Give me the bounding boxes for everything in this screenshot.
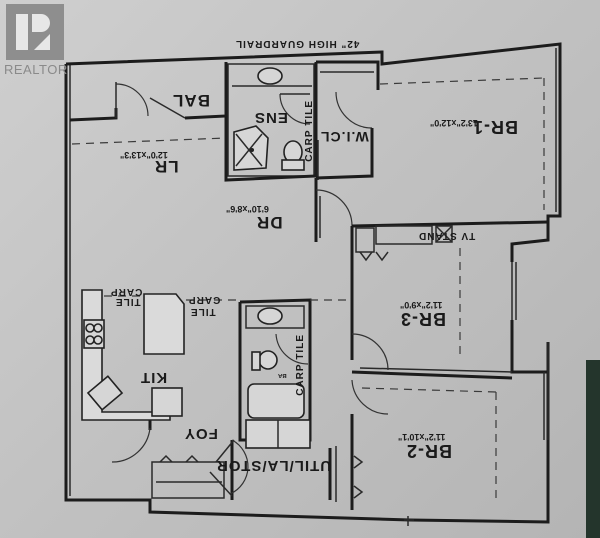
kitchen-island <box>143 293 185 355</box>
stove-icon <box>83 319 105 349</box>
room-label-kit: KIT <box>140 369 168 386</box>
floor-note-carp-tile-ens: CARP TILE <box>304 100 315 162</box>
room-label-ens: ENS <box>254 109 288 126</box>
guardrail-note: 42" HIGH GUARDRAIL <box>235 38 360 49</box>
floor-note-carp-tile-ba: CARP TILE <box>295 334 306 396</box>
room-label-ba: BA <box>278 372 287 378</box>
floor-note-tile-kit: TILE <box>115 296 141 307</box>
room-label-bal: BAL <box>172 91 210 110</box>
kitchen-sink-icon <box>86 375 124 411</box>
room-label-dr: DR <box>256 213 283 232</box>
sink-icon <box>257 67 283 85</box>
bath-toilet-icon <box>258 350 278 370</box>
outer-wall-top <box>65 42 562 262</box>
bath-sink-icon <box>257 307 283 325</box>
room-label-br3: BR-3 <box>400 309 447 329</box>
room-dims-br3: 11'2"x9'0" <box>400 300 443 310</box>
floor-note-carp-dr: CARP <box>188 294 221 305</box>
floor-note-carp-kit: CARP <box>110 286 143 297</box>
room-label-br1: BR-1 <box>472 117 519 137</box>
room-dims-lr: 12'0"x13'3" <box>120 150 168 160</box>
room-label-lr: LR <box>154 157 179 176</box>
bathtub-icon <box>247 383 305 419</box>
room-dims-dr: 6'10"x8'6" <box>226 204 269 214</box>
floor-note-tile-dr: TILE <box>190 306 216 317</box>
room-label-util: UTIL/LA/STOR <box>216 457 332 474</box>
room-label-foy: FOY <box>184 425 218 442</box>
fridge-icon <box>151 387 183 417</box>
tv-stand-label: TV STAND <box>418 230 476 241</box>
room-dims-br1: 13'2"x12'0" <box>430 118 478 128</box>
realtor-text: REALTOR <box>4 62 68 77</box>
realtor-r-icon <box>6 4 64 60</box>
room-label-br2: BR-2 <box>406 441 453 461</box>
realtor-watermark: REALTOR <box>4 4 68 77</box>
background-edge-strip <box>586 360 600 538</box>
outer-wall <box>64 64 550 524</box>
room-label-wicl: W.I.CL <box>320 129 369 145</box>
room-dims-br2: 11'2"x10'1" <box>398 432 446 442</box>
